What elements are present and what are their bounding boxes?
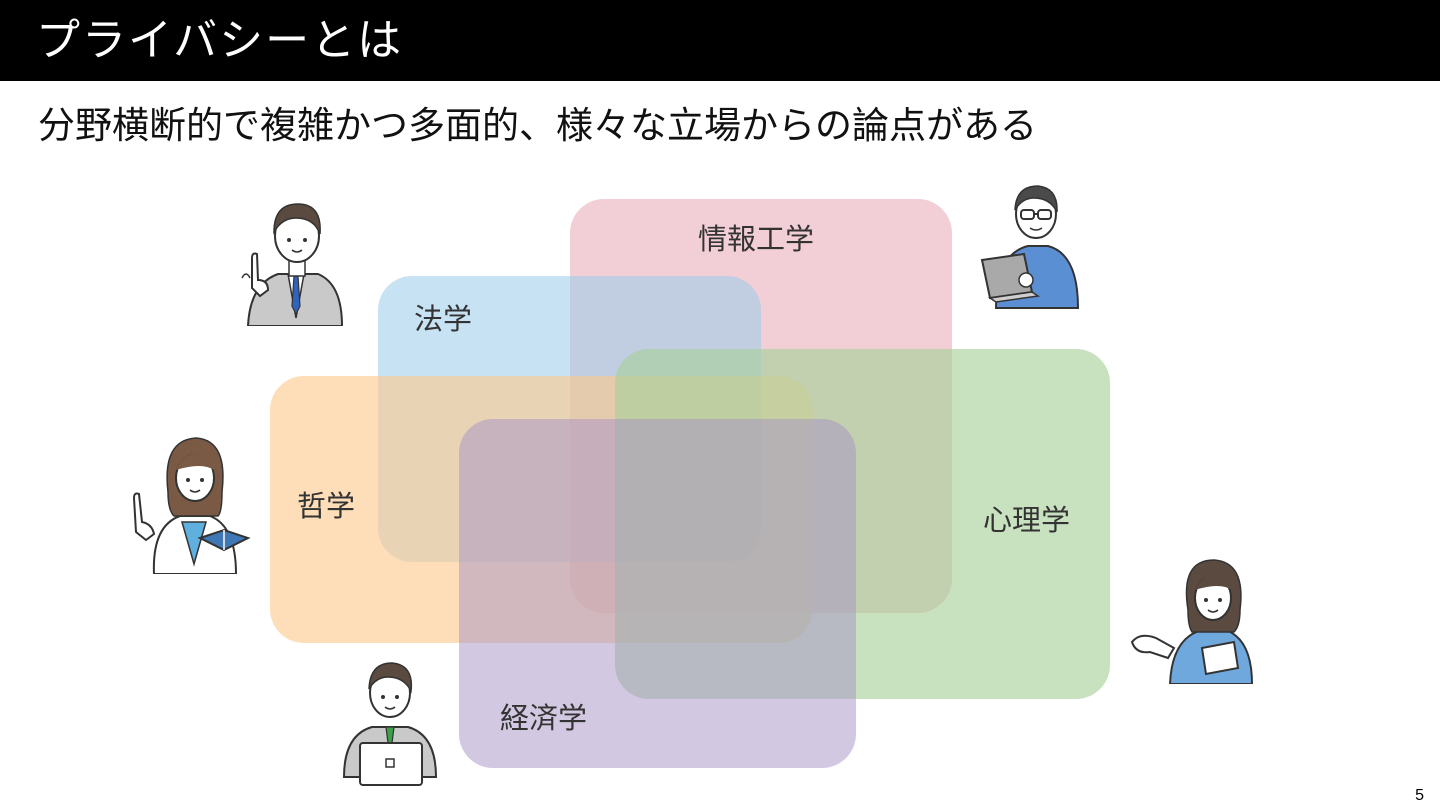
engineer-laptop-icon — [980, 185, 1080, 309]
businessman-pointing-icon — [241, 203, 344, 326]
presenter-woman-icon — [1130, 559, 1254, 684]
field-label-philosophy: 哲学 — [297, 489, 356, 523]
field-box-economics — [459, 419, 856, 768]
field-label-psychology: 心理学 — [983, 503, 1071, 537]
field-label-engineering: 情報工学 — [698, 222, 815, 256]
field-label-economics: 経済学 — [500, 701, 588, 735]
field-label-law: 法学 — [414, 302, 473, 336]
title-bar: プライバシーとは — [0, 0, 1440, 81]
researcher-book-icon — [132, 437, 251, 574]
page-subtitle: 分野横断的で複雑かつ多面的、様々な立場からの論点がある — [38, 104, 1037, 147]
page-title: プライバシーとは — [36, 15, 404, 66]
page-number: 5 — [1415, 787, 1424, 804]
office-worker-laptop-icon — [342, 662, 438, 786]
